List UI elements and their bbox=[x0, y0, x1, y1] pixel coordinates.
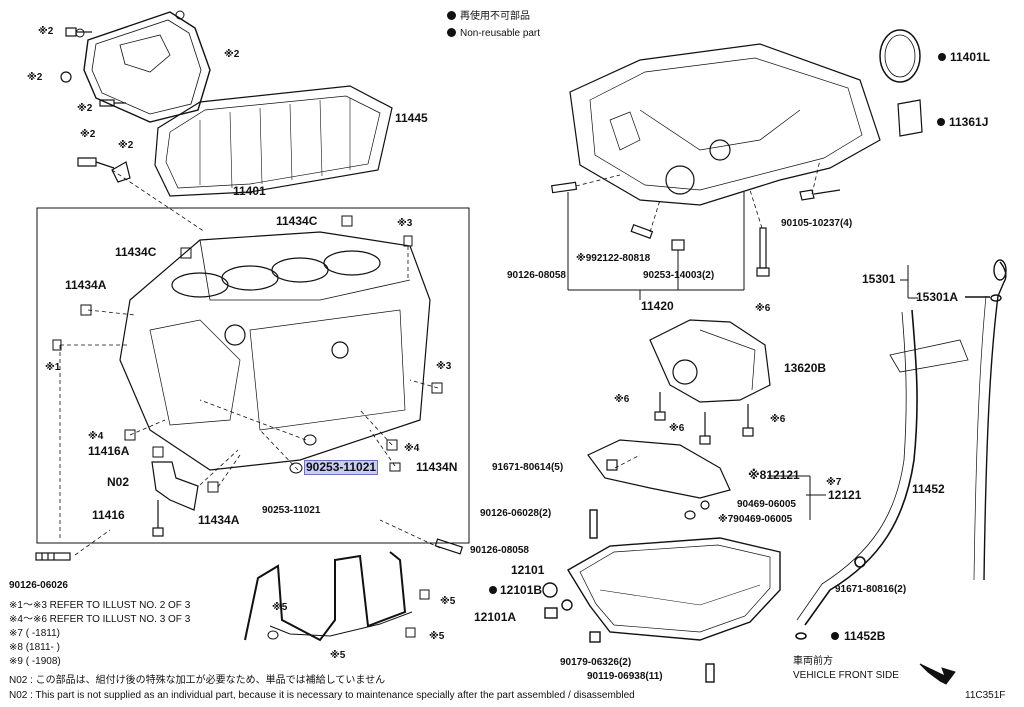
mark-5-b: ※5 bbox=[440, 596, 456, 607]
part-11361J[interactable]: 11361J bbox=[949, 115, 989, 129]
part-11434A-lower[interactable]: 11434A bbox=[198, 513, 240, 527]
note-refer-4-6: ※4～※6 REFER TO ILLUST NO. 3 OF 3 bbox=[9, 614, 191, 625]
bolts-top-left-drawing bbox=[60, 27, 131, 183]
mark-1: ※1 bbox=[45, 362, 61, 373]
part-11401[interactable]: 11401 bbox=[233, 184, 266, 198]
note-mark-7-range: ※7 ( -1811) bbox=[9, 628, 60, 639]
note-mark-8-range: ※8 (1811- ) bbox=[9, 642, 60, 653]
legend-non-reusable-jp: 再使用不可部品 bbox=[447, 11, 530, 23]
part-11452[interactable]: 11452 bbox=[912, 482, 945, 496]
part-90253-11021-highlighted[interactable]: 90253-11021 bbox=[303, 460, 379, 475]
mark-5-a: ※5 bbox=[272, 602, 288, 613]
note-n02-en: N02 : This part is not supplied as an in… bbox=[9, 690, 635, 701]
block-cover-drawing bbox=[154, 85, 393, 197]
part-11416[interactable]: 11416 bbox=[92, 508, 125, 522]
mark-2-c: ※2 bbox=[27, 72, 43, 83]
mark-2-d: ※2 bbox=[77, 103, 93, 114]
part-13620B[interactable]: 13620B bbox=[784, 361, 827, 375]
part-11434A-upper[interactable]: 11434A bbox=[65, 278, 107, 292]
mark-5-c: ※5 bbox=[429, 631, 445, 642]
part-91671-80614[interactable]: 91671-80614(5) bbox=[492, 462, 564, 473]
part-90253-11021[interactable]: 90253-11021 bbox=[262, 505, 321, 516]
part-11420[interactable]: 11420 bbox=[641, 299, 674, 313]
part-11401L[interactable]: 11401L bbox=[950, 50, 991, 64]
part-11445[interactable]: 11445 bbox=[395, 111, 428, 125]
oil-pump-drawing bbox=[649, 319, 771, 445]
part-15301A[interactable]: 15301A bbox=[916, 290, 959, 304]
part-90469-06005-b[interactable]: ※790469-06005 bbox=[718, 514, 793, 525]
gasket-plate-drawing bbox=[897, 99, 923, 137]
vehicle-front-arrow bbox=[919, 663, 956, 685]
mark-4-b: ※4 bbox=[404, 443, 420, 454]
part-12121-mark8[interactable]: ※812121 bbox=[748, 468, 800, 482]
oil-seal-drawing bbox=[879, 29, 921, 83]
dashed-leaders-left bbox=[59, 169, 441, 556]
part-90469-06005-a[interactable]: 90469-06005 bbox=[737, 499, 796, 510]
mark-6-c: ※6 bbox=[669, 423, 685, 434]
part-12101[interactable]: 12101 bbox=[511, 563, 545, 577]
leader-bracket-15301 bbox=[900, 265, 918, 299]
part-15301[interactable]: 15301 bbox=[862, 272, 896, 286]
part-11434N[interactable]: 11434N bbox=[416, 460, 458, 474]
part-90126-08058-upper[interactable]: 90126-08058 bbox=[507, 270, 566, 281]
note-mark-9-range: ※9 ( -1908) bbox=[9, 656, 61, 667]
dipstick-drawing bbox=[965, 259, 1007, 581]
part-N02[interactable]: N02 bbox=[107, 475, 130, 489]
crankcase-bolts-drawing bbox=[551, 181, 841, 277]
part-90105-10237[interactable]: 90105-10237(4) bbox=[781, 218, 853, 229]
mark-2-b: ※2 bbox=[224, 49, 240, 60]
mark-3-b: ※3 bbox=[436, 361, 452, 372]
part-90126-06026[interactable]: 90126-06026 bbox=[9, 580, 68, 591]
part-11434C-lower[interactable]: 11434C bbox=[115, 245, 157, 259]
block-assembly-frame bbox=[36, 207, 470, 544]
part-91671-80816[interactable]: 91671-80816(2) bbox=[835, 584, 907, 595]
stud-bolt-mid-drawing bbox=[434, 538, 464, 555]
mark-5-d: ※5 bbox=[330, 650, 346, 661]
dipstick-tube-drawing bbox=[795, 309, 969, 640]
mark-3-a: ※3 bbox=[397, 218, 413, 229]
mark-6-a: ※6 bbox=[755, 303, 771, 314]
mark-2-e: ※2 bbox=[80, 129, 96, 140]
mark-6-b: ※6 bbox=[614, 394, 630, 405]
part-90126-06028[interactable]: 90126-06028(2) bbox=[480, 508, 552, 519]
mark-2-a: ※2 bbox=[38, 26, 54, 37]
cylinder-block-drawing bbox=[119, 231, 431, 471]
mark-6-d: ※6 bbox=[770, 414, 786, 425]
leader-bracket-12121 bbox=[768, 475, 826, 520]
illustration-id: 11C351F bbox=[965, 690, 1006, 701]
stud-bolt-left-drawing bbox=[35, 552, 71, 561]
mark-4-a: ※4 bbox=[88, 431, 104, 442]
part-11452B[interactable]: 11452B bbox=[844, 629, 886, 643]
n02-bracket-drawing bbox=[151, 461, 199, 537]
leader-bracket-11420 bbox=[567, 192, 745, 300]
mark-7: ※7 bbox=[826, 477, 842, 488]
part-12101A[interactable]: 12101A bbox=[474, 610, 517, 624]
part-90119-06938[interactable]: 90119-06938(11) bbox=[587, 671, 663, 682]
part-90179-06326[interactable]: 90179-06326(2) bbox=[560, 657, 632, 668]
note-refer-1-3: ※1～※3 REFER TO ILLUST NO. 2 OF 3 bbox=[9, 600, 191, 611]
lower-crankcase-drawing bbox=[569, 43, 881, 206]
timing-cover-gasket-drawing bbox=[75, 10, 211, 123]
vehicle-front-jp: 車両前方 bbox=[793, 656, 833, 667]
non-reusable-dots bbox=[489, 53, 946, 640]
part-12101B[interactable]: 12101B bbox=[500, 583, 543, 597]
legend-non-reusable-en: Non-reusable part bbox=[447, 28, 540, 40]
part-11416A[interactable]: 11416A bbox=[88, 444, 130, 458]
mark-2-f: ※2 bbox=[118, 140, 134, 151]
part-12121[interactable]: 12121 bbox=[828, 488, 862, 502]
oil-pan-drawing bbox=[542, 509, 781, 683]
part-90126-08058-lower[interactable]: 90126-08058 bbox=[470, 545, 529, 556]
note-n02-jp: N02 : この部品は、組付け後の特殊な加工が必要なため、単品では補給していませ… bbox=[9, 675, 386, 686]
part-92122-80818[interactable]: ※992122-80818 bbox=[576, 253, 651, 264]
part-90253-14003[interactable]: 90253-14003(2) bbox=[643, 270, 715, 281]
vehicle-front-en: VEHICLE FRONT SIDE bbox=[793, 670, 899, 681]
baffle-plate-drawing bbox=[587, 439, 731, 520]
harness-frame-drawing bbox=[244, 551, 430, 642]
bullet-icon bbox=[447, 28, 456, 37]
part-11434C-upper[interactable]: 11434C bbox=[276, 214, 318, 228]
dashed-leaders-right bbox=[575, 159, 821, 469]
bullet-icon bbox=[447, 11, 456, 20]
